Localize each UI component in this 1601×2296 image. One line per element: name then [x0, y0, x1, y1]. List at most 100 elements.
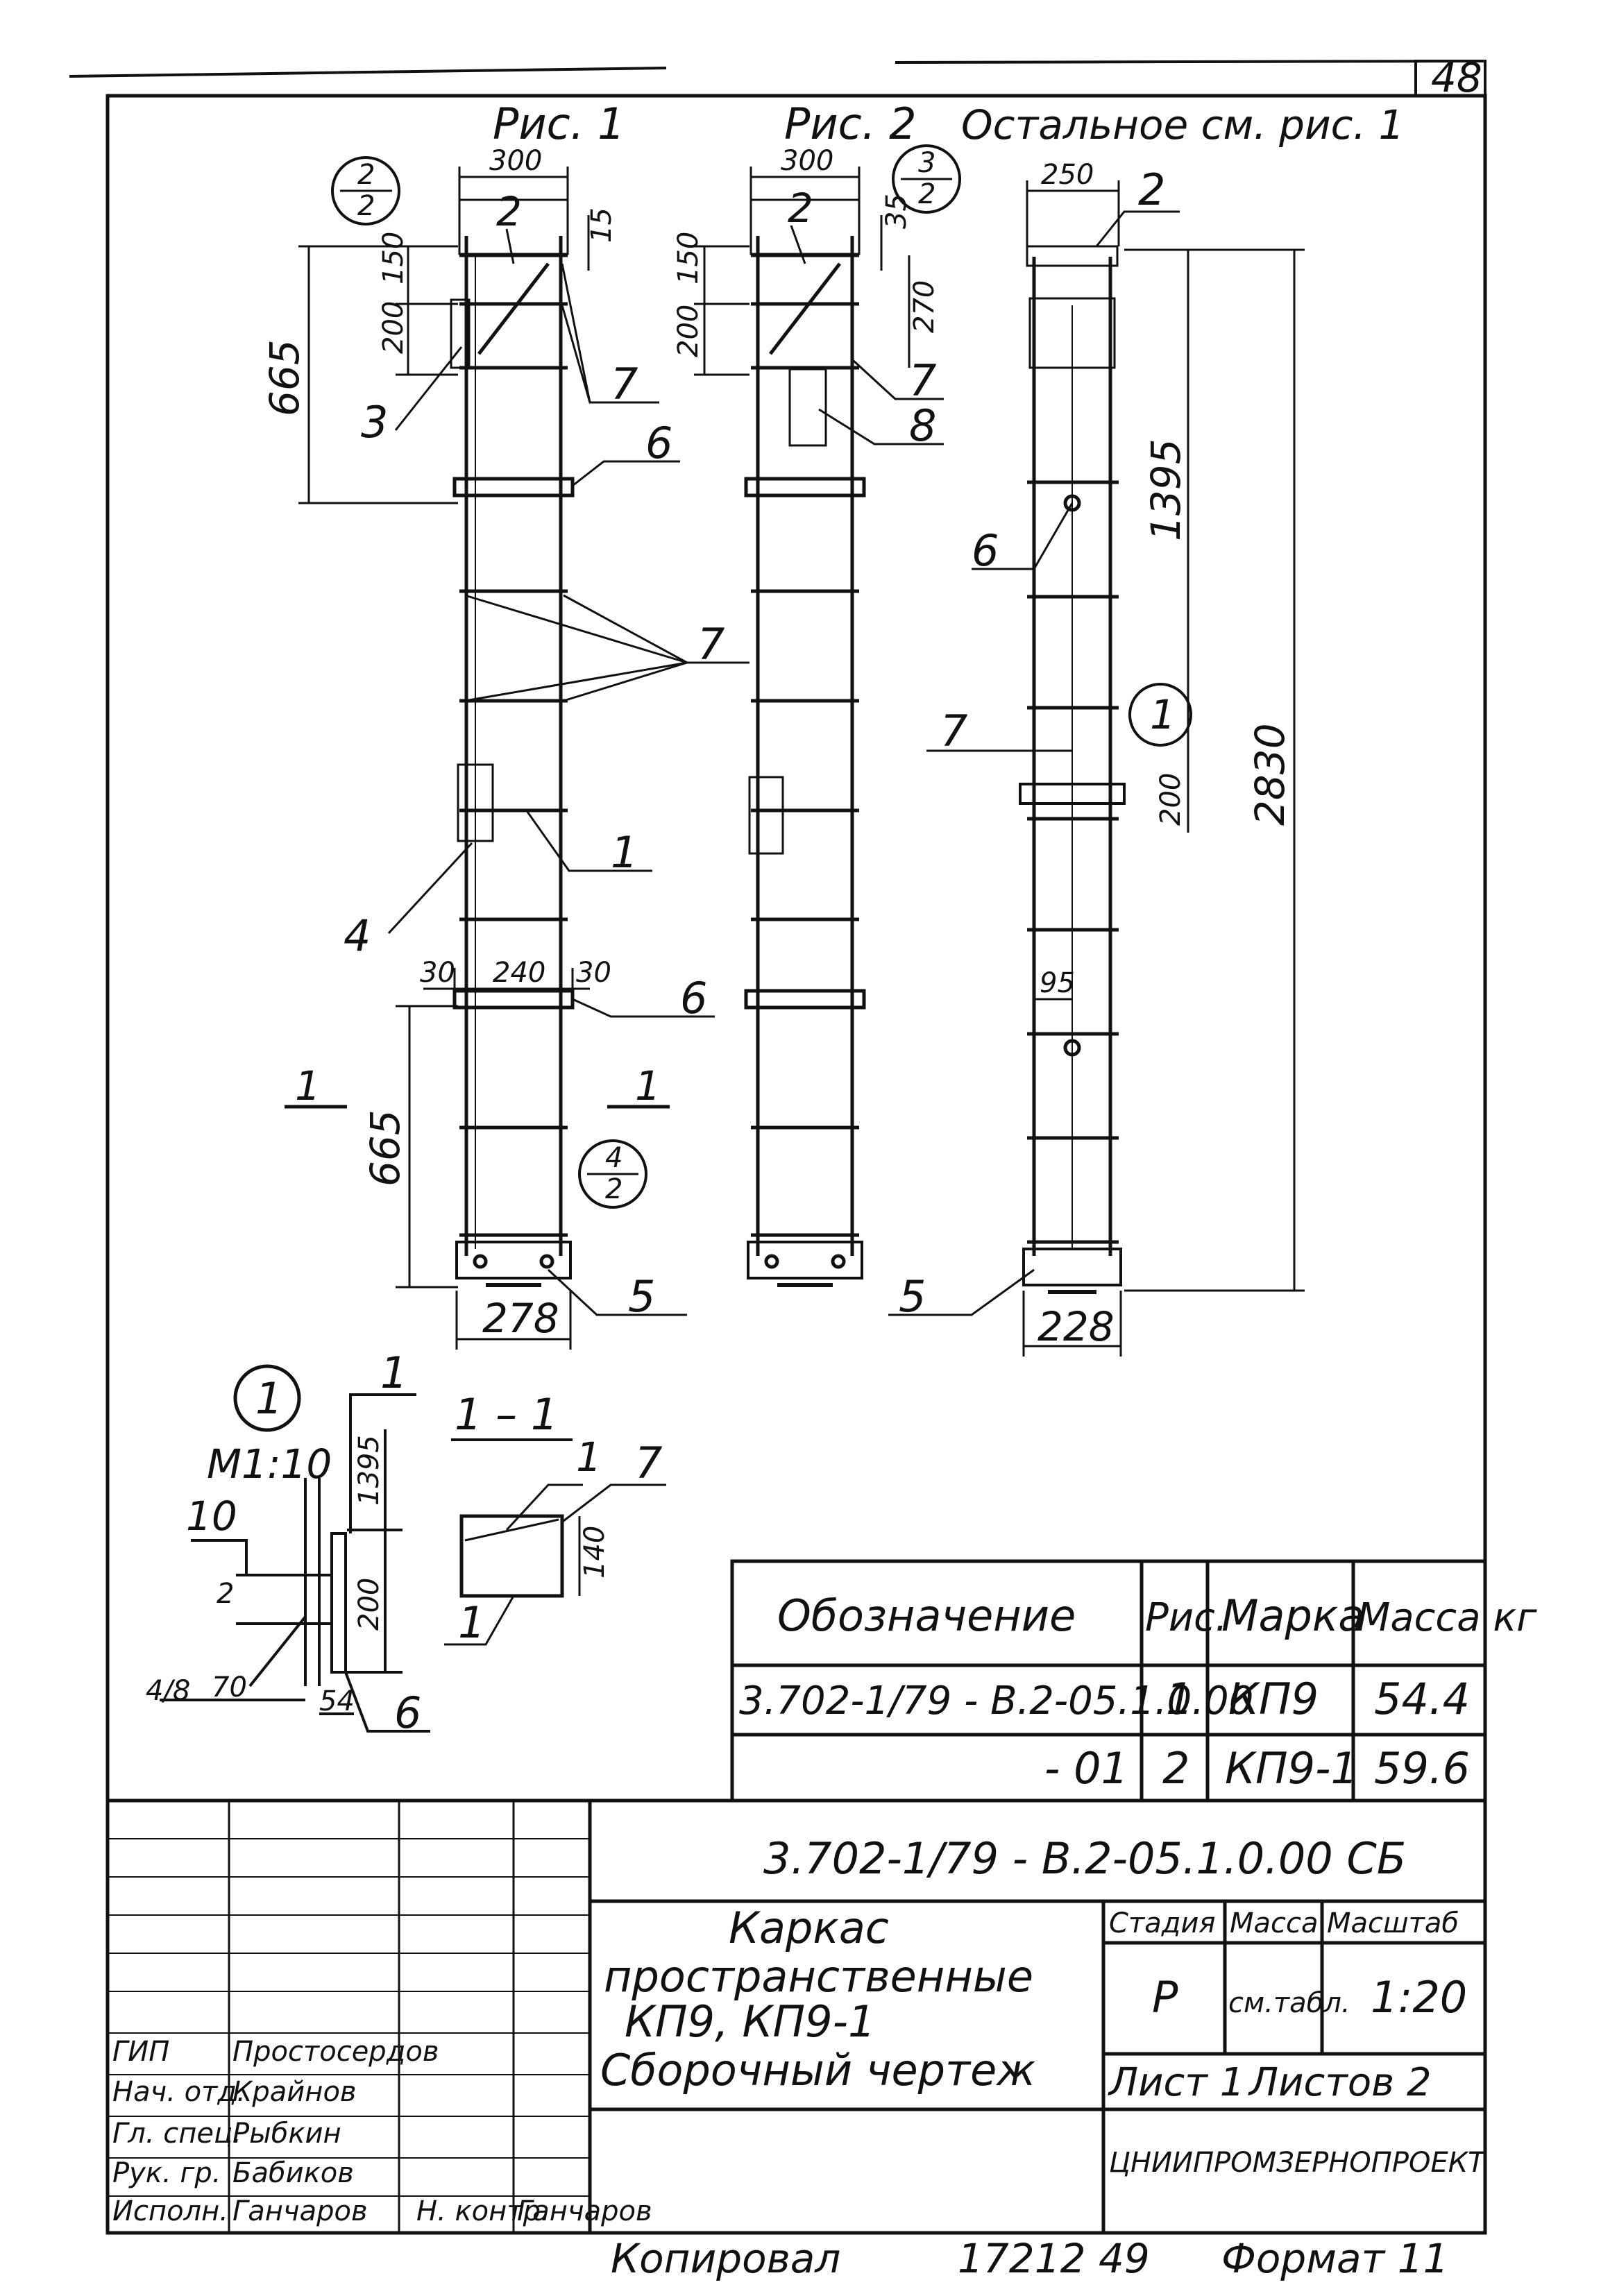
- figure-3-side-view: 1 250 1395 2830 200 95 228 2 6 7 5: [888, 159, 1305, 1357]
- sheets-label: Листов 2: [1248, 2060, 1432, 2105]
- fig2-embedded-part: [749, 777, 783, 853]
- stage-value: Р: [1152, 1972, 1178, 2023]
- fig1-plate-6-bottom: [455, 991, 573, 1007]
- fig2-embedded-plate-8: [790, 369, 826, 445]
- fig2-base-hole: [833, 1256, 844, 1267]
- spec-cell-mark: КП9: [1228, 1674, 1319, 1724]
- fig1-dim-15: 15: [586, 207, 618, 243]
- fig3-detail-marker-circle: [1130, 684, 1191, 745]
- section11-callout-1-top: 1: [576, 1434, 602, 1481]
- fig2-dim-150: 150: [672, 232, 704, 284]
- fig1-base-5: [457, 1242, 570, 1278]
- fig1-dim-665-top: 665: [261, 339, 308, 416]
- organization: ЦНИИПРОМЗЕРНОПРОЕКТ: [1109, 2147, 1487, 2179]
- fig2-base-hole: [766, 1256, 777, 1267]
- fig3-base-5: [1024, 1249, 1121, 1285]
- fig2-base: [748, 1242, 862, 1278]
- fig1-leader-3: [396, 347, 461, 430]
- spec-header-mark: Марка: [1221, 1590, 1364, 1641]
- fig1-leader-4: [389, 843, 472, 933]
- doc-name-line-4: Сборочный чертеж: [600, 2045, 1035, 2095]
- sheet-label: Лист 1: [1108, 2060, 1244, 2105]
- signer-role: Гл. спец.: [112, 2118, 242, 2150]
- format-label: Формат 11: [1221, 2235, 1449, 2282]
- sheet-number: 48: [1431, 54, 1482, 101]
- fig2-diagonal: [770, 264, 840, 354]
- fig1-leader-1: [527, 812, 652, 871]
- signer-role: ГИП: [112, 2036, 169, 2068]
- scale-value: 1:20: [1371, 1972, 1467, 2023]
- detail1-callout-6: 6: [394, 1687, 421, 1738]
- fig1-dim-300: 300: [489, 145, 542, 177]
- fig1-section-cut-label-right: 1: [635, 1062, 661, 1109]
- fig1-callout-5: 5: [628, 1271, 655, 1322]
- scale-label: Масштаб: [1327, 1907, 1459, 1939]
- fig1-embedded-plate-3: [451, 300, 469, 368]
- fig2-marker-top-num: 3: [918, 147, 935, 179]
- detail1-dim-70: 70: [212, 1672, 247, 1703]
- detail1-dim-54: 54: [319, 1685, 355, 1717]
- signer-name: Ганчаров: [232, 2195, 368, 2227]
- fig2-title: Рис. 2: [784, 99, 917, 149]
- signer-role: Н. контр.: [416, 2195, 550, 2227]
- fig1-marker-bottom-num: 4: [605, 1142, 622, 1174]
- detail1-dim-1395: 1395: [353, 1435, 385, 1506]
- fig1-section-cut-label-left: 1: [295, 1062, 321, 1109]
- signer-name: Бабиков: [232, 2157, 354, 2189]
- fig2-dim-300: 300: [781, 145, 833, 177]
- figure-2: Рис. 2 Остальное см. рис. 1: [672, 99, 1404, 1285]
- fig3-pin-detail: [1020, 784, 1124, 803]
- fig2-plate-6-bottom: [746, 991, 864, 1007]
- fig3-dim-2830: 2830: [1246, 723, 1294, 826]
- fig2-marker-top-den: 2: [918, 178, 935, 210]
- section11-callout-7: 7: [635, 1438, 662, 1488]
- section11-diagonal: [465, 1520, 559, 1540]
- spec-table: Обозначение Рис. Марка Масса кг 3.702-1/…: [732, 1561, 1537, 1801]
- frame-top-left-line: [69, 68, 666, 76]
- fig1-dim-150: 150: [378, 232, 409, 284]
- signer-role: Исполн.: [112, 2195, 228, 2227]
- fig3-dim-250: 250: [1041, 159, 1094, 191]
- fig1-leader-6-bottom: [573, 999, 715, 1017]
- fig2-leader-7: [854, 361, 944, 399]
- figure-1: Рис. 1: [261, 99, 749, 1350]
- fig2-dim-35: 35: [881, 194, 913, 229]
- fig1-callout-2: 2: [496, 188, 522, 235]
- drawing-frame: [108, 96, 1485, 2233]
- fig3-callout-5: 5: [899, 1271, 926, 1322]
- spec-header-designation: Обозначение: [777, 1590, 1076, 1641]
- doc-name-line-1: Каркас: [729, 1903, 889, 1953]
- fig1-leader-6-top: [573, 461, 680, 486]
- signer-name: Простосердов: [232, 2036, 439, 2068]
- detail1-callout-1: 1: [380, 1347, 407, 1398]
- detail1-leader-6: [346, 1672, 430, 1731]
- section11-title: 1 – 1: [455, 1389, 558, 1440]
- fig1-dim-665-bottom: 665: [362, 1109, 409, 1187]
- spec-cell-designation: - 01: [1044, 1743, 1128, 1794]
- detail1-marker: 1: [255, 1373, 282, 1424]
- fig1-dim-240: 240: [493, 957, 545, 989]
- fig1-plate-6-top: [455, 479, 573, 495]
- copied-by: Копировал: [611, 2235, 840, 2282]
- fig1-marker-top-den: 2: [357, 190, 375, 222]
- spec-header-fig: Рис.: [1145, 1595, 1228, 1640]
- section11-leader-1-bottom: [444, 1596, 514, 1644]
- fig1-marker-top-num: 2: [357, 159, 375, 191]
- fig1-callout-3: 3: [361, 397, 388, 448]
- fig1-dim-30-right: 30: [576, 957, 611, 989]
- fig1-leader-7-mid-c: [465, 663, 687, 701]
- spec-header-mass: Масса кг: [1357, 1595, 1537, 1640]
- fig1-callout-4: 4: [344, 910, 371, 961]
- fig1-base-hole: [541, 1256, 552, 1267]
- fig2-leader-2: [791, 226, 805, 264]
- fig3-dim-95: 95: [1040, 967, 1075, 999]
- detail1-scale: М1:10: [207, 1440, 332, 1488]
- spec-cell-fig: 2: [1162, 1743, 1189, 1794]
- fig1-leader-7-top-b: [562, 305, 590, 402]
- fig3-detail-marker: 1: [1150, 691, 1176, 738]
- mass-label: Масса: [1230, 1907, 1319, 1939]
- fig3-dim-1395: 1395: [1142, 439, 1189, 541]
- detail1-callout-10: 10: [186, 1493, 237, 1540]
- fig3-leader-5: [888, 1270, 1034, 1315]
